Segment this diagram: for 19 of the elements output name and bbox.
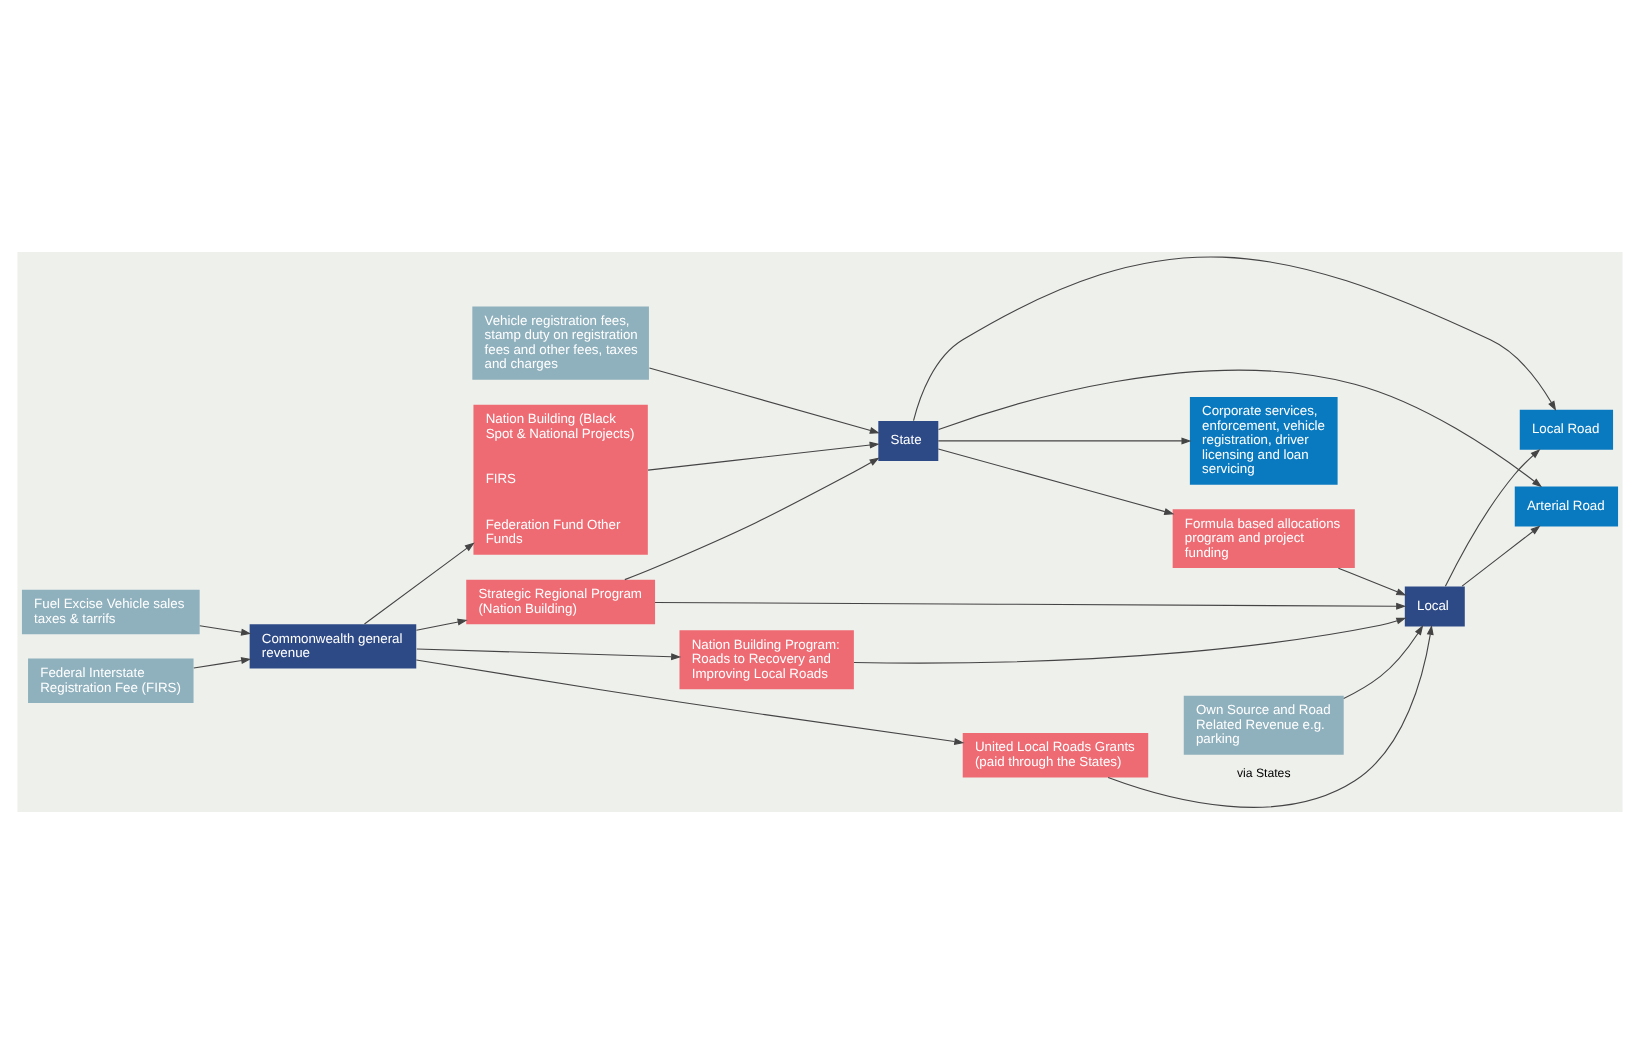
arrow [937, 437, 1192, 445]
arrow [193, 657, 252, 669]
arrow [647, 441, 880, 471]
arrow [416, 648, 682, 661]
arrow [1337, 567, 1407, 596]
arrow [648, 367, 880, 434]
arrow [1461, 525, 1541, 587]
arrow [1444, 448, 1541, 587]
arrow [853, 617, 1407, 664]
arrow [1343, 625, 1424, 699]
arrow [624, 457, 880, 581]
arrow [654, 601, 1407, 610]
arrow [913, 256, 1557, 422]
arrow [415, 618, 468, 631]
arrow [1107, 624, 1434, 808]
arrow [199, 625, 252, 636]
arrow [363, 542, 475, 625]
arrow [937, 448, 1175, 515]
arrow [415, 659, 965, 745]
